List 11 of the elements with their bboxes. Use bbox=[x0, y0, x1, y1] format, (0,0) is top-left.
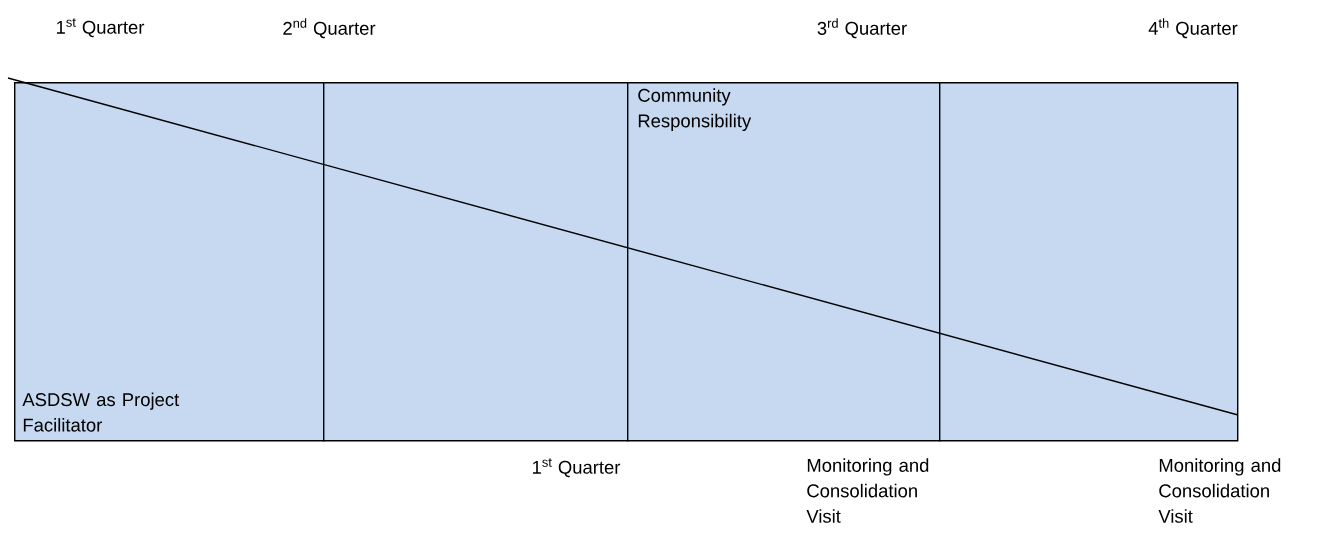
column-box: Community Responsibility bbox=[627, 82, 941, 442]
column-box bbox=[323, 82, 629, 442]
quarter-label: Monitoring and Consolidation Visit bbox=[1158, 458, 1281, 523]
quarter-label: 1$^{st}$ Quarter bbox=[533, 458, 621, 478]
quarter-label: 4$^{th}$ Quarter bbox=[1148, 18, 1238, 39]
quarter-label: 1$^{st}$ Quarter bbox=[57, 18, 145, 38]
column-box: ASDSW as Project Facilitator bbox=[14, 82, 325, 442]
quarter-label: 2$^{nd}$ Quarter bbox=[283, 18, 376, 39]
quarter-label: Monitoring and Consolidation Visit bbox=[806, 458, 929, 523]
column-box bbox=[939, 82, 1239, 442]
quarter-label: 3$^{rd}$ Quarter bbox=[817, 18, 907, 39]
